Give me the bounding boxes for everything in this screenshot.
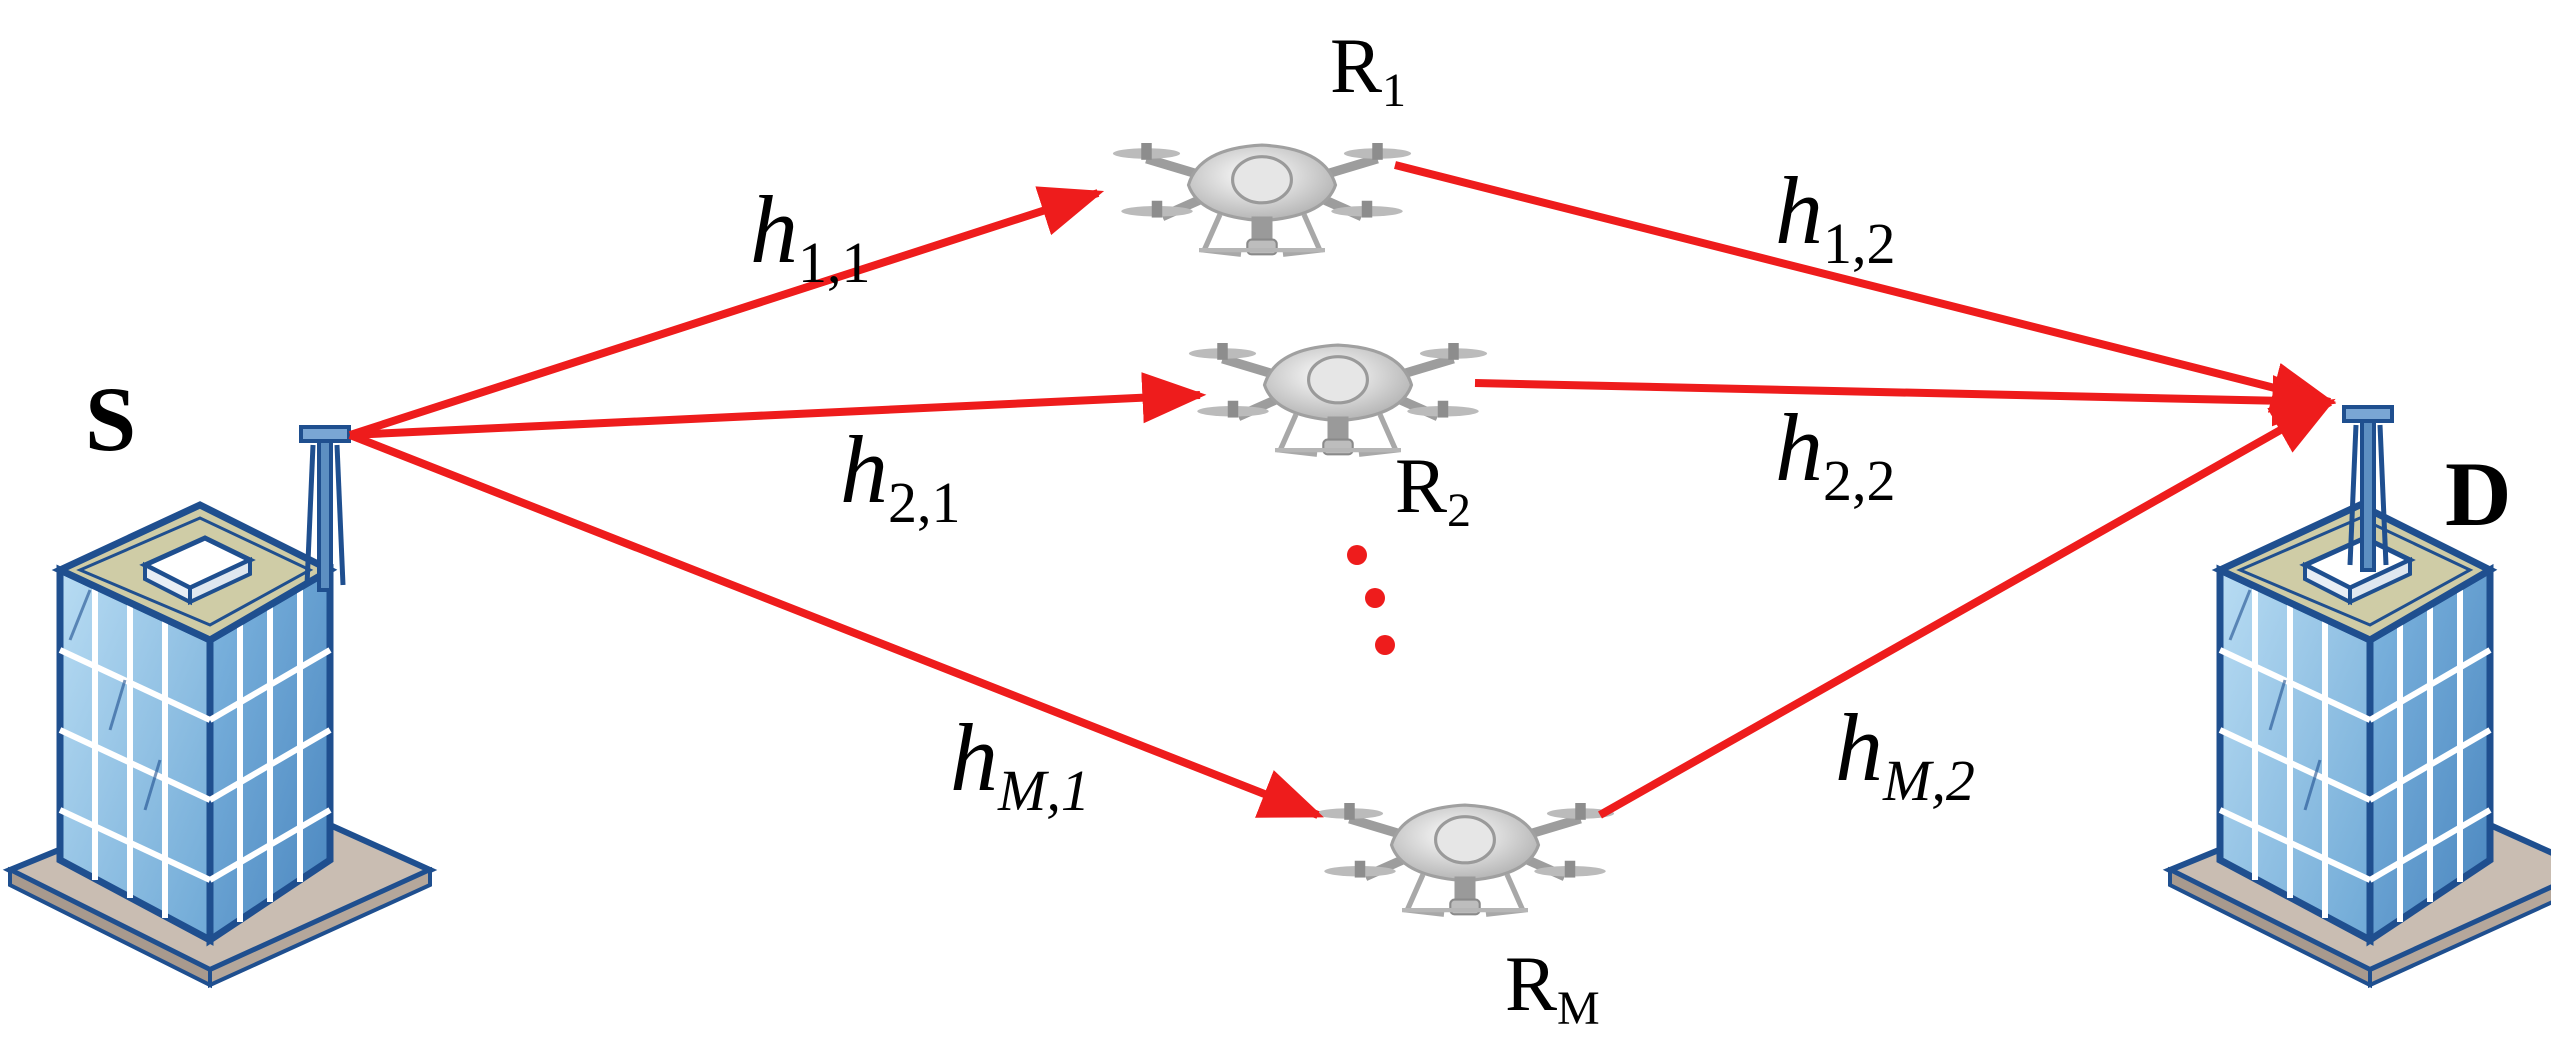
channel-h11-label: h1,1 bbox=[750, 176, 871, 295]
relay-2-drone-icon bbox=[1189, 343, 1487, 454]
channel-h21-label: h2,1 bbox=[840, 416, 961, 535]
destination-antenna-icon bbox=[2344, 407, 2392, 570]
destination-label: D bbox=[2445, 443, 2511, 545]
link-h21 bbox=[349, 372, 1207, 439]
channel-h22-label: h2,2 bbox=[1775, 394, 1896, 513]
channel-hM2-label: hM,2 bbox=[1835, 694, 1975, 813]
link-h22 bbox=[1474, 375, 2337, 427]
ellipsis-dots bbox=[1347, 545, 1395, 655]
relay-m-label: RM bbox=[1505, 940, 1600, 1035]
relay-2-label: R2 bbox=[1395, 442, 1471, 537]
link-hM1 bbox=[348, 431, 1324, 819]
link-hM2 bbox=[1598, 398, 2336, 819]
channel-h12-label: h1,2 bbox=[1775, 157, 1896, 276]
links bbox=[348, 161, 2337, 819]
relay-m-drone-icon bbox=[1316, 803, 1614, 914]
link-h12 bbox=[1394, 161, 2337, 413]
relay-1-drone-icon bbox=[1113, 143, 1411, 254]
source-building-icon bbox=[10, 505, 430, 985]
relay-1-label: R1 bbox=[1330, 22, 1406, 117]
source-label: S bbox=[85, 368, 136, 470]
channel-hM1-label: hM,1 bbox=[950, 704, 1090, 823]
link-h11 bbox=[348, 186, 1105, 439]
source-antenna-icon bbox=[301, 427, 349, 590]
destination-building-icon bbox=[2170, 505, 2551, 985]
